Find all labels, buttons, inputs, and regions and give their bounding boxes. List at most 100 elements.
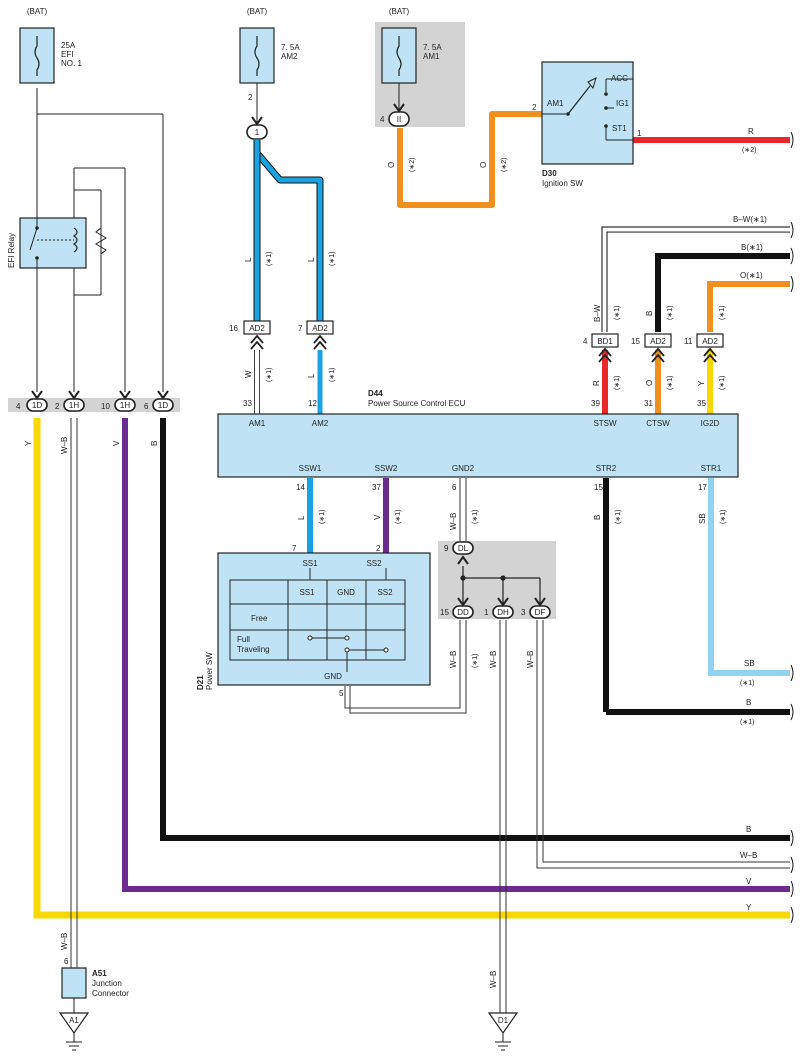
svg-text:W–B: W–B (526, 651, 535, 668)
wire-b-ctsw (655, 253, 790, 332)
svg-text:(∗1): (∗1) (614, 306, 621, 320)
svg-text:4: 4 (380, 115, 385, 124)
svg-text:16: 16 (229, 324, 238, 333)
connector-dd[interactable]: DD 15 (440, 597, 474, 619)
svg-text:IG2D: IG2D (701, 419, 720, 428)
svg-text:B: B (746, 825, 751, 834)
svg-text:(∗1): (∗1) (329, 252, 336, 266)
svg-text:O: O (645, 380, 654, 386)
svg-text:Full: Full (237, 635, 250, 644)
connector-bd1-4[interactable]: BD1 4 (583, 333, 619, 363)
svg-text:B–W: B–W (593, 304, 602, 322)
svg-text:1: 1 (255, 128, 260, 137)
svg-text:(∗1): (∗1) (667, 376, 674, 390)
svg-text:W–B: W–B (740, 851, 757, 860)
svg-text:DF: DF (535, 608, 546, 617)
svg-text:31: 31 (644, 399, 653, 408)
svg-text:W–B: W–B (449, 513, 458, 530)
svg-text:(∗1): (∗1) (472, 654, 479, 668)
svg-text:D21: D21 (196, 675, 205, 690)
svg-text:NO. 1: NO. 1 (61, 59, 82, 68)
svg-text:1D: 1D (158, 401, 168, 410)
svg-text:(∗1): (∗1) (395, 510, 402, 524)
svg-text:(∗1): (∗1) (329, 368, 336, 382)
svg-text:AD2: AD2 (312, 324, 328, 333)
svg-text:15: 15 (594, 483, 603, 492)
connector-ii[interactable]: II 4 (380, 103, 410, 127)
svg-text:DD: DD (457, 608, 469, 617)
connector-dh[interactable]: DH 1 (484, 597, 514, 619)
svg-text:O(∗1): O(∗1) (740, 271, 763, 280)
connector-dl[interactable]: DL 9 (444, 541, 474, 565)
svg-text:L: L (244, 257, 253, 262)
connector-1h-10[interactable]: 1H 10 (101, 390, 136, 412)
svg-text:12: 12 (308, 399, 317, 408)
svg-text:SS1: SS1 (299, 588, 315, 597)
svg-text:II: II (397, 115, 401, 124)
svg-text:3: 3 (521, 608, 526, 617)
svg-text:A1: A1 (69, 1016, 79, 1025)
svg-text:R: R (748, 127, 754, 136)
svg-text:(∗1): (∗1) (740, 680, 754, 687)
svg-text:(∗1): (∗1) (667, 306, 674, 320)
svg-text:AD2: AD2 (650, 337, 666, 346)
svg-text:W–B: W–B (489, 971, 498, 988)
connector-1[interactable]: 1 (246, 116, 268, 140)
wire-wb-df (536, 620, 790, 869)
ground-a1: A1 (58, 1012, 90, 1051)
svg-text:B(∗1): B(∗1) (741, 243, 763, 252)
svg-text:SSW2: SSW2 (375, 464, 398, 473)
svg-text:AM1: AM1 (423, 52, 440, 61)
svg-text:BD1: BD1 (597, 337, 613, 346)
svg-text:Y: Y (746, 903, 752, 912)
svg-text:B–W(∗1): B–W(∗1) (733, 215, 767, 224)
svg-text:B: B (746, 698, 751, 707)
svg-text:4: 4 (16, 402, 21, 411)
power-source-control-ecu: D44 Power Source Control ECU 33 AM1 12 A… (217, 389, 739, 492)
svg-text:AM1: AM1 (249, 419, 266, 428)
svg-text:GND: GND (324, 672, 342, 681)
svg-text:1H: 1H (69, 401, 79, 410)
svg-text:(BAT): (BAT) (389, 7, 410, 16)
connector-1h-2[interactable]: 1H 2 (55, 390, 85, 412)
connector-df[interactable]: DF 3 (521, 597, 551, 619)
connector-ad2-15[interactable]: AD2 15 (631, 333, 672, 363)
svg-text:1: 1 (484, 608, 489, 617)
wire-labels: L (∗1) L (∗1) W (∗1) L (∗1) O (∗2) O (∗2… (24, 127, 767, 988)
wire-break-marks (790, 131, 794, 924)
svg-text:ST1: ST1 (612, 124, 627, 133)
wire-bw (601, 226, 790, 332)
connector-ad2-7[interactable]: AD2 7 (298, 320, 334, 350)
ground-d1: D1 (487, 1012, 519, 1051)
connector-1d-6[interactable]: 1D 6 (144, 390, 174, 412)
svg-text:Connector: Connector (92, 989, 129, 998)
svg-text:A51: A51 (92, 969, 107, 978)
power-switch: 7 2 5 SS1 SS2 GND SS1 GND SS2 Free Full … (196, 544, 431, 698)
wire-y-main (33, 418, 790, 919)
svg-text:2: 2 (376, 544, 381, 553)
wire-l-am2 (253, 140, 324, 322)
svg-text:(∗1): (∗1) (266, 252, 273, 266)
svg-text:1H: 1H (120, 401, 130, 410)
svg-text:SS2: SS2 (366, 559, 382, 568)
connector-ad2-11[interactable]: AD2 11 (684, 333, 724, 363)
svg-text:15: 15 (440, 608, 449, 617)
svg-text:Power SW: Power SW (205, 652, 214, 690)
svg-text:(∗1): (∗1) (614, 376, 621, 390)
svg-text:33: 33 (243, 399, 252, 408)
svg-text:(BAT): (BAT) (247, 7, 268, 16)
svg-text:SB: SB (698, 513, 707, 524)
svg-text:10: 10 (101, 402, 110, 411)
svg-text:4: 4 (583, 337, 588, 346)
svg-text:AM2: AM2 (281, 52, 298, 61)
svg-text:SS2: SS2 (377, 588, 393, 597)
connector-1d-4[interactable]: 1D 4 (16, 390, 48, 412)
wire-wb-junction (70, 418, 78, 968)
svg-text:37: 37 (372, 483, 381, 492)
connector-ad2-16[interactable]: AD2 16 (229, 320, 271, 350)
wire-wb-dh (499, 620, 507, 1013)
svg-text:(∗1): (∗1) (615, 510, 622, 524)
svg-text:17: 17 (698, 483, 707, 492)
svg-text:1: 1 (637, 129, 642, 138)
